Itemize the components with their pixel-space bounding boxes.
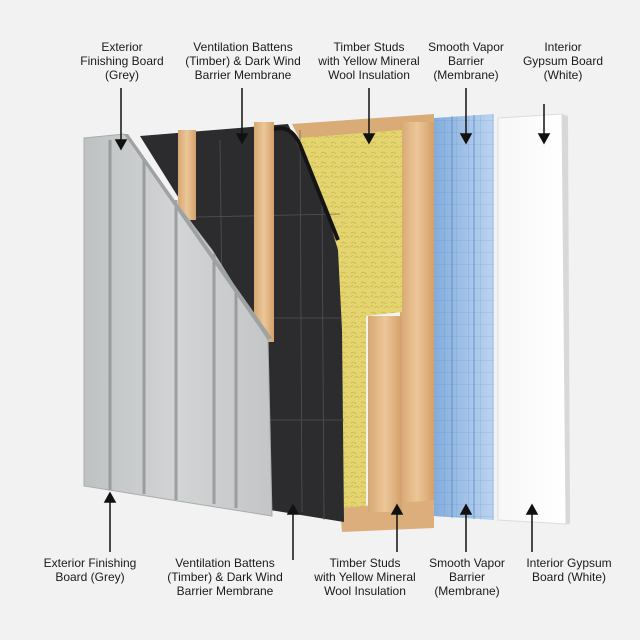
- top-label-vapor-barrier: Smooth Vapor Barrier (Membrane): [428, 40, 504, 82]
- gypsum-board: [497, 113, 570, 525]
- timber-stud-frame: [292, 114, 434, 532]
- ventilation-battens: [178, 122, 274, 342]
- top-label-timber-studs: Timber Studs with Yellow Mineral Wool In…: [318, 40, 420, 82]
- bottom-label-gypsum-board: Interior Gypsum Board (White): [526, 556, 612, 584]
- top-label-ventilation-battens: Ventilation Battens (Timber) & Dark Wind…: [185, 40, 301, 82]
- bottom-label-vapor-barrier: Smooth Vapor Barrier (Membrane): [429, 556, 505, 598]
- bottom-label-timber-studs: Timber Studs with Yellow Mineral Wool In…: [314, 556, 416, 598]
- bottom-callout-arrows: [103, 491, 539, 560]
- bottom-label-exterior-board: Exterior Finishing Board (Grey): [43, 556, 137, 584]
- top-callout-arrows: [114, 88, 551, 151]
- bottom-label-ventilation-battens: Ventilation Battens (Timber) & Dark Wind…: [167, 556, 283, 598]
- exterior-finishing-board: [83, 133, 273, 517]
- top-label-gypsum-board: Interior Gypsum Board (White): [522, 40, 604, 82]
- top-label-exterior-board: Exterior Finishing Board (Grey): [80, 40, 164, 82]
- vapor-barrier: [434, 114, 494, 520]
